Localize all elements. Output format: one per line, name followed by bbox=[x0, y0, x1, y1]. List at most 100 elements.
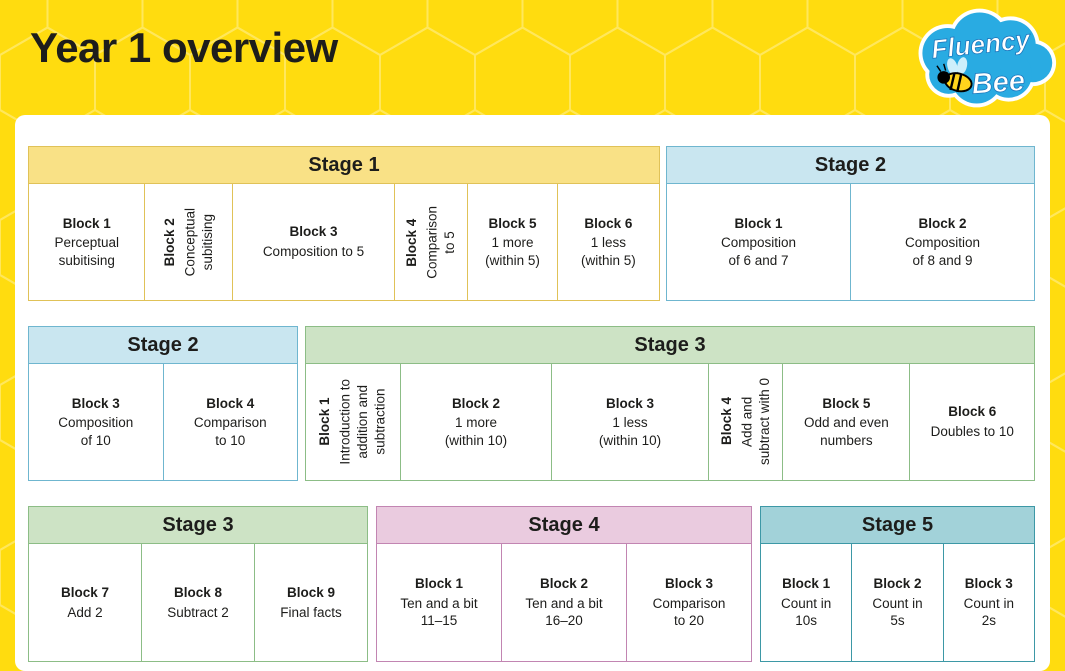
stage-body: Block 1 Count in 10s Block 2 Count in 5s… bbox=[761, 544, 1034, 661]
block-title: Block 4 bbox=[404, 217, 420, 267]
logo-bee-text: Bee bbox=[971, 65, 1026, 101]
fluency-bee-logo: Fluency Bee bbox=[904, 4, 1059, 117]
block-title: Block 8 bbox=[173, 584, 222, 600]
block-desc: Perceptual subitising bbox=[54, 235, 120, 268]
block-title: Block 4 bbox=[206, 395, 255, 411]
stage-header: Stage 3 bbox=[306, 327, 1034, 364]
block-desc: Add and subtract with 0 bbox=[739, 378, 772, 466]
block-desc: Composition to 5 bbox=[262, 244, 365, 259]
block-cell: Block 2 1 more (within 10) bbox=[399, 364, 552, 480]
block-cell: Block 2 Composition of 8 and 9 bbox=[850, 184, 1034, 300]
stage-body: Block 1 Introduction to addition and sub… bbox=[306, 364, 1034, 480]
block-desc: Count in 5s bbox=[872, 595, 923, 629]
block-cell: Block 2 Count in 5s bbox=[851, 544, 942, 661]
block-cell: Block 2 Ten and a bit 16–20 bbox=[501, 544, 626, 661]
block-title: Block 3 bbox=[605, 395, 655, 411]
block-title: Block 1 bbox=[62, 215, 111, 231]
block-cell: Block 7 Add 2 bbox=[29, 544, 141, 661]
block-title: Block 9 bbox=[286, 584, 336, 600]
block-title: Block 2 bbox=[918, 215, 967, 231]
block-desc: Doubles to 10 bbox=[930, 424, 1014, 439]
stage-2-table-b: Stage 2 Block 3 Composition of 10 Block … bbox=[28, 326, 298, 481]
block-cell: Block 6 Doubles to 10 bbox=[909, 364, 1034, 480]
block-desc: Comparison to 5 bbox=[424, 205, 458, 279]
block-cell: Block 5 1 more (within 5) bbox=[467, 184, 557, 300]
block-desc: 1 more (within 5) bbox=[485, 235, 540, 268]
block-desc: Conceptual subitising bbox=[182, 207, 216, 277]
block-desc: Introduction to addition and subtraction bbox=[337, 379, 388, 465]
block-desc: Comparison to 10 bbox=[193, 415, 267, 448]
block-cell: Block 3 Composition of 10 bbox=[29, 364, 163, 480]
block-title: Block 1 bbox=[782, 576, 831, 592]
block-cell: Block 4 Comparison to 10 bbox=[162, 364, 298, 480]
stage-header: Stage 3 bbox=[29, 507, 367, 544]
stage-header: Stage 2 bbox=[29, 327, 297, 364]
block-title: Block 2 bbox=[162, 217, 178, 267]
block-desc: Count in 10s bbox=[781, 595, 832, 629]
block-desc: Composition of 6 and 7 bbox=[720, 235, 797, 268]
block-desc: Final facts bbox=[280, 604, 342, 620]
block-cell: Block 1 Introduction to addition and sub… bbox=[306, 364, 400, 480]
stage-1-table: Stage 1 Block 1 Perceptual subitising Bl… bbox=[28, 146, 660, 301]
block-cell: Block 3 Count in 2s bbox=[942, 544, 1034, 661]
content-card: Stage 1 Block 1 Perceptual subitising Bl… bbox=[15, 115, 1050, 671]
block-title: Block 2 bbox=[451, 395, 500, 411]
block-cell: Block 2 Conceptual subitising bbox=[144, 184, 232, 300]
block-title: Block 6 bbox=[584, 215, 633, 231]
page-title: Year 1 overview bbox=[30, 24, 338, 71]
block-desc: Composition of 10 bbox=[58, 415, 134, 448]
stage-header: Stage 4 bbox=[377, 507, 751, 544]
block-title: Block 1 bbox=[734, 215, 783, 231]
block-cell: Block 3 Comparison to 20 bbox=[626, 544, 751, 661]
stage-body: Block 3 Composition of 10 Block 4 Compar… bbox=[29, 364, 297, 480]
stage-2-table-a: Stage 2 Block 1 Composition of 6 and 7 B… bbox=[666, 146, 1035, 301]
bee-icon bbox=[936, 57, 973, 93]
block-desc: Add 2 bbox=[67, 604, 103, 620]
block-cell: Block 9 Final facts bbox=[254, 544, 367, 661]
block-desc: Odd and even numbers bbox=[803, 415, 889, 448]
block-cell: Block 3 Composition to 5 bbox=[232, 184, 393, 300]
stage-body: Block 7 Add 2 Block 8 Subtract 2 Block 9… bbox=[29, 544, 367, 661]
stage-header: Stage 5 bbox=[761, 507, 1034, 544]
block-title: Block 7 bbox=[60, 584, 110, 600]
block-cell: Block 1 Ten and a bit 11–15 bbox=[377, 544, 501, 661]
stage-body: Block 1 Composition of 6 and 7 Block 2 C… bbox=[667, 184, 1034, 300]
block-title: Block 2 bbox=[873, 576, 922, 592]
stage-3-table-b: Stage 3 Block 7 Add 2 Block 8 Subtract 2… bbox=[28, 506, 368, 662]
block-desc: Count in 2s bbox=[963, 595, 1014, 629]
block-title: Block 4 bbox=[718, 397, 734, 447]
block-title: Block 2 bbox=[539, 576, 589, 592]
block-desc: Ten and a bit 16–20 bbox=[525, 595, 603, 629]
block-desc: Subtract 2 bbox=[167, 604, 229, 620]
block-title: Block 1 bbox=[414, 576, 464, 592]
stage-3-table-a: Stage 3 Block 1 Introduction to addition… bbox=[305, 326, 1035, 481]
block-title: Block 3 bbox=[289, 224, 338, 240]
block-cell: Block 1 Count in 10s bbox=[761, 544, 851, 661]
block-desc: 1 more (within 10) bbox=[444, 415, 508, 448]
block-cell: Block 3 1 less (within 10) bbox=[551, 364, 707, 480]
block-title: Block 3 bbox=[664, 576, 714, 592]
stage-header: Stage 1 bbox=[29, 147, 659, 184]
stage-body: Block 1 Perceptual subitising Block 2 Co… bbox=[29, 184, 659, 300]
block-desc: Composition of 8 and 9 bbox=[904, 235, 981, 268]
block-title: Block 5 bbox=[822, 395, 871, 411]
block-desc: 1 less (within 10) bbox=[598, 415, 662, 448]
block-cell: Block 4 Comparison to 5 bbox=[393, 184, 468, 300]
block-cell: Block 6 1 less (within 5) bbox=[556, 184, 659, 300]
stage-body: Block 1 Ten and a bit 11–15 Block 2 Ten … bbox=[377, 544, 751, 661]
block-title: Block 5 bbox=[488, 215, 537, 231]
stage-header: Stage 2 bbox=[667, 147, 1034, 184]
block-cell: Block 8 Subtract 2 bbox=[141, 544, 254, 661]
block-title: Block 3 bbox=[71, 395, 120, 411]
block-cell: Block 4 Add and subtract with 0 bbox=[707, 364, 783, 480]
block-desc: Ten and a bit 11–15 bbox=[400, 595, 478, 629]
block-cell: Block 1 Perceptual subitising bbox=[29, 184, 144, 300]
block-cell: Block 1 Composition of 6 and 7 bbox=[667, 184, 850, 300]
block-desc: 1 less (within 5) bbox=[581, 235, 636, 268]
block-title: Block 3 bbox=[964, 576, 1013, 592]
stage-4-table: Stage 4 Block 1 Ten and a bit 11–15 Bloc… bbox=[376, 506, 752, 662]
stage-5-table: Stage 5 Block 1 Count in 10s Block 2 Cou… bbox=[760, 506, 1035, 662]
block-title: Block 6 bbox=[948, 404, 997, 420]
block-desc: Comparison to 20 bbox=[652, 595, 726, 629]
block-title: Block 1 bbox=[317, 397, 333, 447]
